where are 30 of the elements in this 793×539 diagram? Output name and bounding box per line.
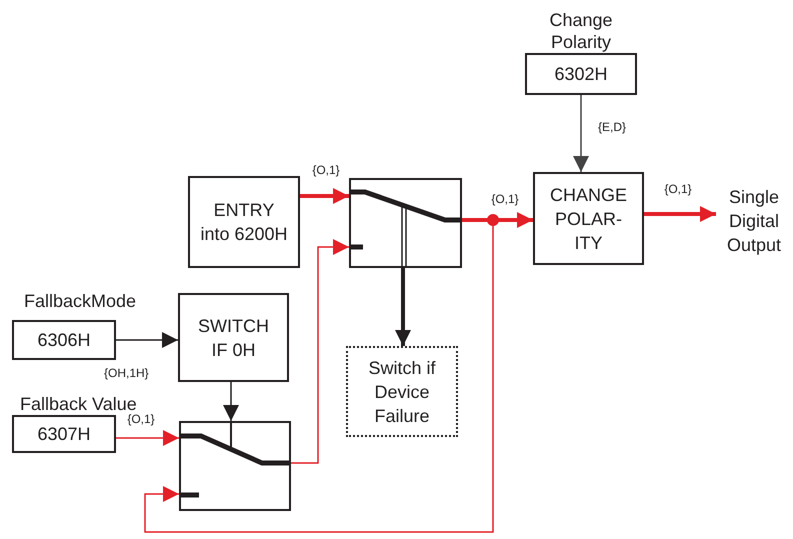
arrow <box>116 332 178 348</box>
arrow <box>462 212 533 228</box>
box-text: 6306H <box>37 329 91 352</box>
box-text: ENTRY into 6200H <box>199 199 289 246</box>
process-box <box>188 176 300 268</box>
arrow <box>300 188 349 204</box>
box-text: SWITCH IF 0H <box>197 314 270 362</box>
box-text: 6302H <box>554 63 608 86</box>
edge-label: {E,D} <box>596 120 628 134</box>
arrow <box>291 239 349 464</box>
heading: Change Polarity <box>548 9 614 54</box>
dashed-box <box>346 346 458 437</box>
process-box <box>533 172 644 265</box>
arrow <box>116 430 179 446</box>
box-text: 6307H <box>37 423 91 446</box>
box-text: Switch if Device Failure <box>367 356 437 428</box>
edge-label: {O,1} <box>311 163 341 177</box>
heading: FallbackMode <box>24 290 136 313</box>
process-box <box>178 293 289 382</box>
arrow <box>395 268 411 346</box>
edge-label: {O,1} <box>663 182 693 196</box>
box-text: Single Digital Output <box>726 186 782 257</box>
edge-label: {O,1} <box>490 192 520 206</box>
edge-label: {O,1} <box>126 412 156 426</box>
signal-label: {OH,1H} <box>104 366 149 380</box>
arrow <box>573 95 589 172</box>
heading: Fallback Value <box>20 393 137 414</box>
arrow <box>644 206 716 222</box>
arrow <box>223 382 239 421</box>
box-text: CHANGE POLAR- ITY <box>548 184 628 254</box>
